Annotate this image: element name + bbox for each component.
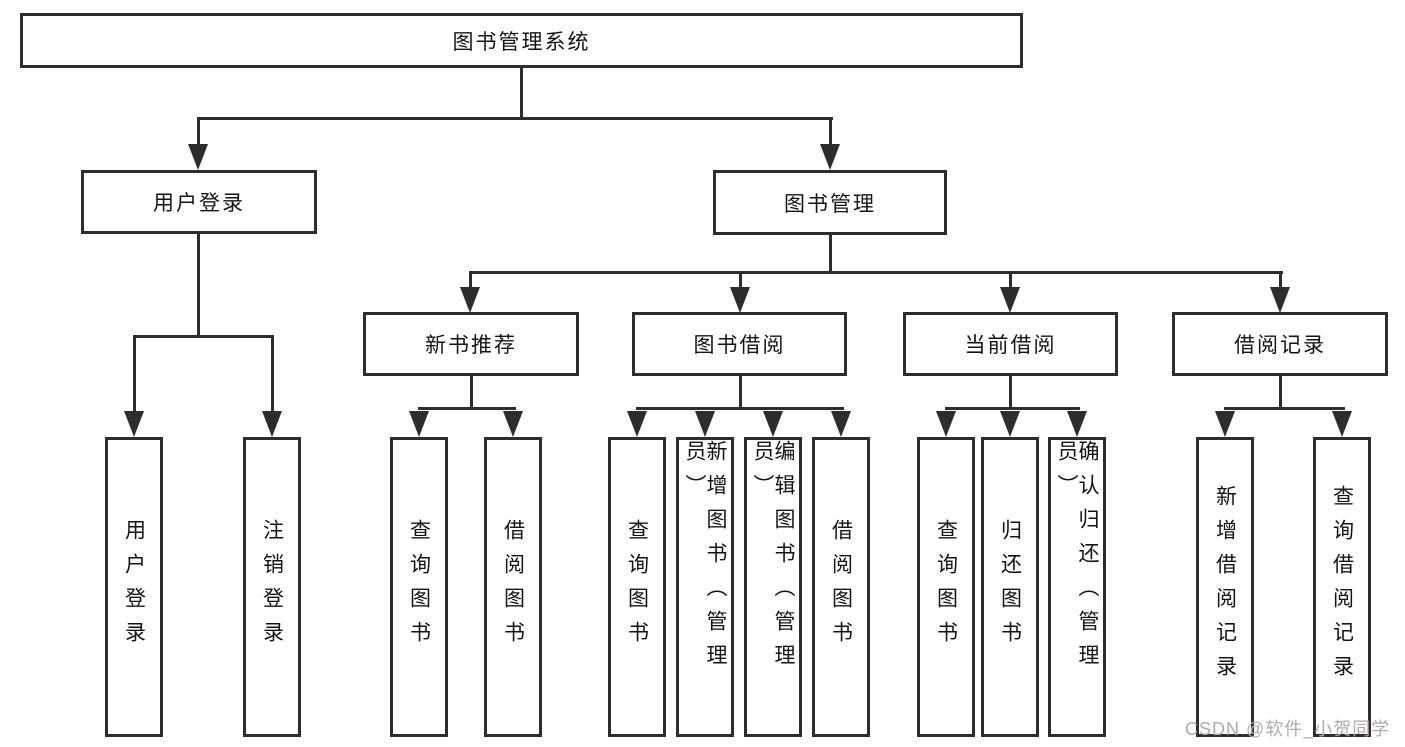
arrow-down-icon	[409, 411, 429, 437]
leaf-add-book-admin: 新增图书（管理员）	[676, 437, 734, 737]
connector	[197, 233, 200, 338]
connector	[1009, 271, 1012, 293]
connector	[197, 117, 200, 150]
leaf-add-borrow-record: 新增借阅记录	[1196, 437, 1254, 737]
leaf-query-books-current: 查询图书	[917, 437, 975, 737]
arrow-down-icon	[936, 411, 956, 437]
connector	[1009, 375, 1012, 410]
node-current-borrowing: 当前借阅	[903, 312, 1118, 376]
arrow-down-icon	[1332, 411, 1352, 437]
connector	[739, 375, 742, 410]
connector	[1279, 375, 1282, 410]
node-book-management: 图书管理	[713, 170, 947, 235]
connector	[470, 375, 473, 410]
connector	[418, 407, 516, 410]
connector	[739, 271, 742, 293]
leaf-confirm-return-admin: 确认归还（管理员）	[1048, 437, 1106, 737]
arrow-down-icon	[262, 411, 282, 437]
arrow-down-icon	[503, 411, 523, 437]
arrow-down-icon	[460, 287, 480, 313]
leaf-logout: 注销登录	[243, 437, 301, 737]
arrow-down-icon	[820, 144, 840, 170]
arrow-down-icon	[188, 144, 208, 170]
connector	[1279, 271, 1282, 293]
arrow-down-icon	[1215, 411, 1235, 437]
connector	[133, 335, 136, 416]
arrow-down-icon	[1270, 287, 1290, 313]
leaf-query-books-borrowing: 查询图书	[608, 437, 666, 737]
connector	[1224, 407, 1345, 410]
connector	[829, 117, 832, 150]
connector	[945, 407, 1080, 410]
arrow-down-icon	[1067, 411, 1087, 437]
node-root-library-system: 图书管理系统	[20, 13, 1023, 68]
csdn-watermark: CSDN @软件_小贺同学	[1185, 719, 1391, 739]
node-borrow-records: 借阅记录	[1172, 312, 1388, 376]
connector	[520, 67, 523, 120]
arrow-down-icon	[730, 287, 750, 313]
connector	[469, 271, 472, 293]
node-user-login: 用户登录	[81, 170, 317, 234]
leaf-return-books: 归还图书	[981, 437, 1039, 737]
connector	[636, 407, 844, 410]
leaf-query-books-recommend: 查询图书	[390, 437, 448, 737]
connector	[469, 271, 1283, 274]
leaf-borrow-books-recommend: 借阅图书	[484, 437, 542, 737]
node-new-book-recommend: 新书推荐	[363, 312, 579, 376]
leaf-user-login: 用户登录	[105, 437, 163, 737]
node-book-borrowing: 图书借阅	[632, 312, 847, 376]
connector	[271, 335, 274, 416]
arrow-down-icon	[627, 411, 647, 437]
arrow-down-icon	[695, 411, 715, 437]
leaf-edit-book-admin: 编辑图书（管理员）	[744, 437, 802, 737]
arrow-down-icon	[1000, 287, 1020, 313]
arrow-down-icon	[124, 411, 144, 437]
connector	[829, 234, 832, 274]
leaf-query-borrow-record: 查询借阅记录	[1313, 437, 1371, 737]
arrow-down-icon	[831, 411, 851, 437]
leaf-borrow-books-borrowing: 借阅图书	[812, 437, 870, 737]
connector	[133, 335, 274, 338]
connector	[197, 117, 833, 120]
arrow-down-icon	[1000, 411, 1020, 437]
arrow-down-icon	[763, 411, 783, 437]
